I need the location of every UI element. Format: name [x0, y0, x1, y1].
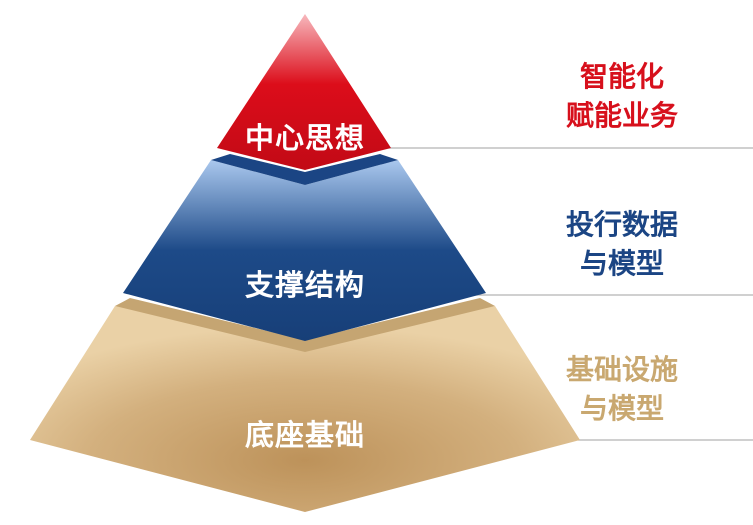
description-top-line2: 赋能业务: [565, 99, 678, 132]
description-middle-line1: 投行数据: [565, 208, 678, 241]
level-label-middle: 支撑结构: [244, 268, 366, 302]
pyramid-base-rim: [115, 298, 495, 352]
description-base-line1: 基础设施: [565, 353, 678, 386]
description-middle: 投行数据 与模型: [522, 205, 722, 283]
pyramid-middle-rim: [211, 154, 398, 185]
description-middle-line2: 与模型: [579, 247, 664, 280]
description-base-line2: 与模型: [579, 392, 664, 425]
description-base: 基础设施 与模型: [522, 350, 722, 428]
description-top: 智能化 赋能业务: [522, 57, 722, 135]
level-label-base: 底座基础: [244, 418, 366, 452]
description-top-line1: 智能化: [579, 60, 664, 93]
level-label-top: 中心思想: [244, 121, 366, 155]
pyramid-top-layer: [217, 14, 391, 170]
pyramid-middle-layer: [123, 160, 486, 341]
pyramid-base-layer: [30, 306, 580, 512]
